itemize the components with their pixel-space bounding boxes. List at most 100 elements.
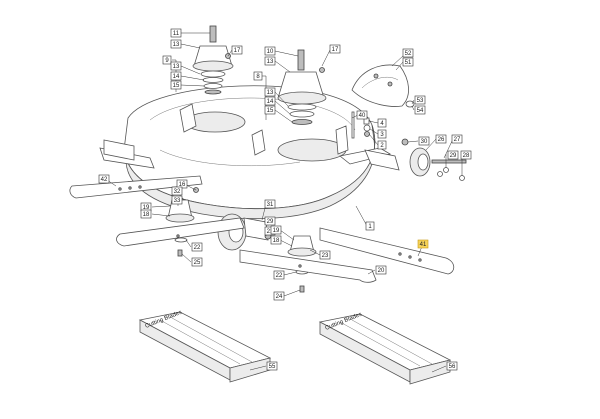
callout-number: 4 — [380, 121, 384, 127]
blade-kit-56: Cutting Blades — [318, 312, 452, 385]
callout-box — [414, 105, 426, 115]
callout-17: 17 — [231, 45, 243, 55]
callout-box — [417, 239, 429, 249]
callout-box — [270, 235, 282, 245]
callout-number: 15 — [173, 83, 180, 89]
callout-number: 8 — [256, 74, 260, 80]
deck-wheel-right — [401, 138, 467, 181]
callout-20: 20 — [375, 265, 387, 275]
blade-20 — [239, 249, 377, 283]
callout-box — [377, 129, 387, 139]
callout-number: 13 — [267, 59, 274, 65]
callout-33: 33 — [171, 195, 183, 205]
callout-41: 41 — [417, 239, 429, 249]
callout-13: 13 — [170, 61, 182, 71]
callout-number: 11 — [173, 31, 180, 37]
callout-25: 25 — [191, 257, 203, 267]
callout-number: 29 — [267, 219, 274, 225]
callout-box — [414, 95, 426, 105]
callout-19: 19 — [270, 225, 282, 235]
callout-number: 32 — [174, 189, 181, 195]
callout-15: 15 — [170, 80, 182, 90]
callout-box — [264, 46, 276, 56]
callout-number: 16 — [179, 182, 186, 188]
belt-cover — [351, 64, 415, 108]
callout-number: 40 — [359, 113, 366, 119]
callout-number: 17 — [332, 47, 339, 53]
callout-box — [170, 61, 182, 71]
callout-22: 22 — [273, 270, 285, 280]
callout-number: 27 — [454, 137, 461, 143]
callout-number: 20 — [378, 268, 385, 274]
spindle-right — [277, 49, 327, 125]
callout-number: 13 — [267, 90, 274, 96]
callout-box — [402, 48, 414, 58]
callout-box — [231, 45, 243, 55]
callout-box — [329, 44, 341, 54]
callout-3: 3 — [377, 129, 387, 139]
front-roller — [217, 213, 272, 251]
callout-box — [253, 71, 263, 81]
callout-number: 28 — [463, 153, 470, 159]
callout-number: 2 — [380, 143, 384, 149]
callout-box — [170, 28, 182, 38]
callout-box — [270, 225, 282, 235]
callout-box — [264, 87, 276, 97]
callout-box — [356, 110, 368, 120]
callout-18: 18 — [270, 235, 282, 245]
callout-number: 41 — [420, 242, 427, 248]
callout-box — [273, 291, 285, 301]
callout-box — [319, 250, 331, 260]
callout-32: 32 — [171, 186, 183, 196]
callout-box — [170, 39, 182, 49]
callout-2: 2 — [377, 140, 387, 150]
callout-box — [377, 118, 387, 128]
callout-number: 55 — [269, 364, 276, 370]
callout-number: 3 — [380, 132, 384, 138]
callout-box — [266, 361, 278, 371]
callout-box — [171, 195, 183, 205]
callout-number: 23 — [322, 253, 329, 259]
callout-29: 29 — [264, 216, 276, 226]
callout-number: 13 — [173, 64, 180, 70]
callout-box — [140, 209, 152, 219]
callout-box — [171, 186, 183, 196]
callout-box — [418, 136, 430, 146]
callout-10: 10 — [264, 46, 276, 56]
callout-number: 33 — [174, 198, 181, 204]
callout-number: 18 — [273, 238, 280, 244]
callout-8: 8 — [253, 71, 263, 81]
callout-number: 19 — [273, 228, 280, 234]
blade-kit-55: Cutting Blades — [138, 310, 272, 383]
callout-box — [446, 361, 458, 371]
callout-number: 17 — [234, 48, 241, 54]
callout-1: 1 — [365, 221, 375, 231]
callout-28: 28 — [460, 150, 472, 160]
callout-number: 24 — [276, 294, 283, 300]
callout-number: 22 — [194, 245, 201, 251]
callout-box — [447, 150, 459, 160]
callout-13: 13 — [264, 87, 276, 97]
callout-box — [162, 55, 172, 65]
callout-box — [264, 96, 276, 106]
spindle-left — [192, 25, 234, 95]
callout-number: 54 — [417, 108, 424, 114]
callout-51: 51 — [402, 57, 414, 67]
callout-number: 19 — [143, 205, 150, 211]
callout-number: 56 — [449, 364, 456, 370]
callout-box — [377, 140, 387, 150]
callout-number: 15 — [267, 108, 274, 114]
callout-box — [375, 265, 387, 275]
callout-53: 53 — [414, 95, 426, 105]
callout-box — [402, 57, 414, 67]
callout-22: 22 — [191, 242, 203, 252]
callout-40: 40 — [356, 110, 368, 120]
callout-14: 14 — [264, 96, 276, 106]
callout-number: 13 — [173, 42, 180, 48]
callout-number: 14 — [267, 99, 274, 105]
callout-box — [98, 174, 110, 184]
callout-number: 30 — [421, 139, 428, 145]
callout-number: 22 — [276, 273, 283, 279]
callout-number: 18 — [143, 212, 150, 218]
callout-29: 29 — [447, 150, 459, 160]
